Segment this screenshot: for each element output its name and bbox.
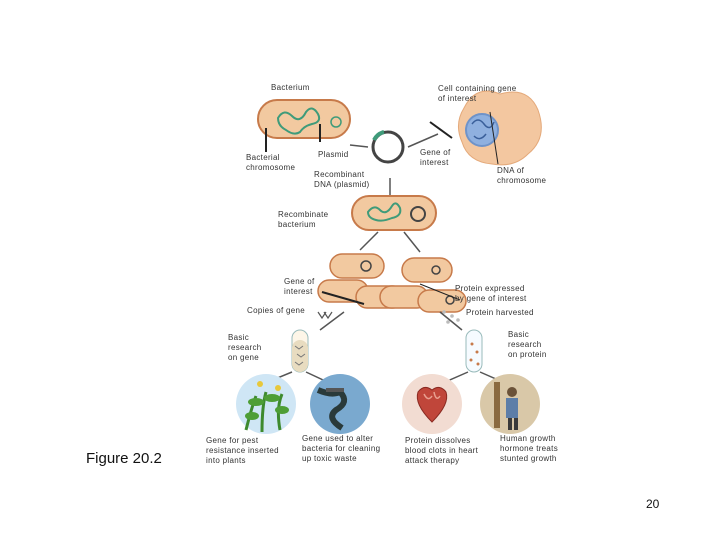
label-basic-research-gene: Basic research on gene	[228, 333, 262, 362]
toxic-waste-image	[310, 374, 370, 434]
label-dna-chromosome: DNA of chromosome	[497, 166, 547, 185]
label-recombinate-bacterium: Recombinate bacterium	[278, 210, 329, 229]
plants-image	[236, 374, 296, 434]
pointer-line	[489, 111, 499, 165]
label-bacterial-chromosome: Bacterial chromosome	[246, 153, 296, 172]
heart-image	[402, 374, 462, 434]
gene-copies	[317, 311, 333, 320]
pointer-line	[429, 121, 453, 139]
label-basic-research-protein: Basic research on protein	[508, 330, 547, 359]
plasmid-ring	[371, 130, 405, 164]
test-tube-gene	[291, 329, 309, 373]
arrow	[407, 133, 439, 148]
label-gene-of-interest-mid: Gene of interest	[284, 277, 315, 296]
dividing-bacteria-right	[379, 257, 467, 313]
test-tube-protein	[465, 329, 483, 373]
label-plasmid: Plasmid	[318, 150, 349, 159]
pointer-line	[419, 283, 461, 301]
label-bacterium: Bacterium	[271, 83, 310, 92]
figure-label: Figure 20.2	[86, 450, 162, 467]
pointer-line	[321, 291, 365, 305]
label-cell-gene: Cell containing gene of interest	[438, 84, 517, 103]
label-recombinant-dna: Recombinant DNA (plasmid)	[314, 170, 370, 189]
page-number: 20	[646, 497, 660, 511]
label-copies-gene: Copies of gene	[247, 306, 306, 315]
protein-dots	[442, 310, 460, 324]
arrow	[349, 144, 369, 148]
label-pest-resistance: Gene for pest resistance inserted into p…	[206, 436, 279, 465]
donor-cell	[458, 90, 542, 166]
label-gene-of-interest-top: Gene of interest	[420, 148, 451, 167]
arrow	[319, 311, 345, 331]
label-toxic-waste: Gene used to alter bacteria for cleaning…	[302, 434, 381, 463]
arrow	[439, 311, 463, 331]
arrow	[403, 231, 421, 253]
bacterium-cell	[257, 99, 351, 139]
label-blood-clots: Protein dissolves blood clots in heart a…	[405, 436, 479, 465]
label-protein-harvested: Protein harvested	[466, 308, 534, 317]
recombinant-bacterium	[351, 178, 437, 231]
label-protein-expressed: Protein expressed by gene of interest	[455, 284, 527, 303]
arrow	[359, 231, 379, 251]
label-human-growth: Human growth hormone treats stunted grow…	[500, 434, 559, 463]
growth-hormone-image	[480, 374, 540, 434]
